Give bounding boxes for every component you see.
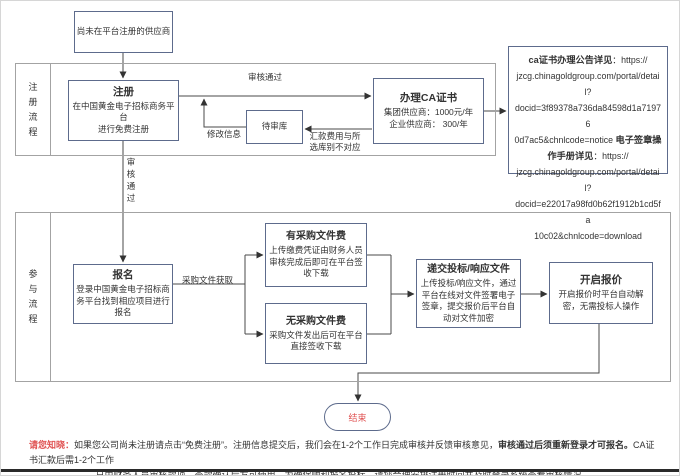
footer-notice: 请您知晓：如果您公司尚未注册请点击“免费注册”。注册信息提交后，我们会在1-2个… <box>29 438 657 476</box>
node-fee-required-body: 上传缴费凭证由财务人员 审核完成后即可在平台签 收下载 <box>269 245 363 279</box>
bottom-border-line <box>1 469 679 472</box>
info-ca-notice-url: ：https:// jzcg.chinagoldgroup.com/portal… <box>514 55 662 145</box>
node-fee-required: 有采购文件费 上传缴费凭证由财务人员 审核完成后即可在平台签 收下载 <box>265 223 367 287</box>
node-open-bid: 开启报价 开启报价时平台自动解 密，无需投标人操作 <box>549 262 653 324</box>
footer-notice-bold: 审核通过后须重新登录才可报名。 <box>498 440 634 450</box>
footer-notice-part2: CA证书汇款后需1-2个工作 <box>29 440 655 465</box>
node-pending-review-label: 待审库 <box>261 121 288 132</box>
footer-notice-part1: 如果您公司尚未注册请点击“免费注册”。注册信息提交后，我们会在1-2个工作日完成… <box>74 440 499 450</box>
footer-notice-prefix: 请您知晓： <box>29 440 75 450</box>
node-register-title: 注册 <box>113 85 134 98</box>
node-ca-certificate: 办理CA证书 集团供应商：1000元/年 企业供应商： 300/年 <box>373 78 484 144</box>
node-start: 尚未在平台注册的供应商 <box>74 11 173 53</box>
node-signup-title: 报名 <box>112 269 134 282</box>
node-end-label: 结束 <box>348 412 367 423</box>
node-start-label: 尚未在平台注册的供应商 <box>76 26 171 37</box>
node-register-body: 在中国黄金电子招标商务平台 进行免费注册 <box>72 100 175 134</box>
node-ca-price-enterprise: 企业供应商： 300/年 <box>389 118 468 129</box>
node-open-bid-title: 开启报价 <box>580 274 622 286</box>
node-ca-certificate-title: 办理CA证书 <box>399 92 458 104</box>
node-fee-required-title: 有采购文件费 <box>286 231 346 243</box>
node-open-bid-body: 开启报价时平台自动解 密，无需投标人操作 <box>558 289 644 311</box>
footer-notice-line1: 请您知晓：如果您公司尚未注册请点击“免费注册”。注册信息提交后，我们会在1-2个… <box>29 438 657 468</box>
node-submit-bid: 递交投标/响应文件 上传投标/响应文件，通过 平台在线对文件签署电子 签章，提交… <box>416 259 521 328</box>
node-register: 注册 在中国黄金电子招标商务平台 进行免费注册 <box>68 80 179 141</box>
edge-label-modify-info: 修改信息 <box>207 129 242 139</box>
info-signature-manual-title: 电子签章操作手册详见 <box>547 135 662 161</box>
node-end: 结束 <box>324 403 391 431</box>
info-ca-notice-title: ca证书办理公告详见 <box>528 55 613 65</box>
footer-notice-line2: 日由财务人员审核款项，查款确认后方可使用。为确保顺利报名投标，请您合理安排注册时… <box>95 470 591 476</box>
node-fee-free-title: 无采购文件费 <box>286 315 346 327</box>
info-signature-manual-url: ：https:// jzcg.chinagoldgroup.com/portal… <box>515 151 661 241</box>
lane-participation: 参与流程 <box>15 212 671 382</box>
edge-label-approved-top: 审核通过 <box>248 72 283 82</box>
lane-registration-label: 注册流程 <box>28 81 38 137</box>
lane-participation-label: 参与流程 <box>28 269 38 324</box>
edge-label-remit-mismatch: 汇款费用与所 选库别不对应 <box>309 131 361 152</box>
node-signup-body: 登录中国黄金电子招标商 务平台找到相应项目进行 报名 <box>76 284 170 318</box>
lane-participation-header: 参与流程 <box>16 213 51 381</box>
node-signup: 报名 登录中国黄金电子招标商 务平台找到相应项目进行 报名 <box>73 264 173 324</box>
connector-paths <box>119 53 600 402</box>
edge-label-fetch-documents: 采购文件获取 <box>182 275 234 285</box>
node-pending-review: 待审库 <box>246 110 303 144</box>
node-submit-bid-body: 上传投标/响应文件，通过 平台在线对文件签署电子 签章，提交报价后平台自 动对文… <box>420 278 517 323</box>
edge-label-approved-vertical: 审核通过 <box>126 157 136 203</box>
info-box-links: ca证书办理公告详见：https:// jzcg.chinagoldgroup.… <box>508 46 668 241</box>
lane-registration: 注册流程 <box>15 63 496 156</box>
lane-registration-header: 注册流程 <box>16 64 51 155</box>
node-fee-free-body: 采购文件发出后可在平台 直接签收下载 <box>269 329 363 352</box>
node-fee-free: 无采购文件费 采购文件发出后可在平台 直接签收下载 <box>265 303 367 364</box>
node-submit-bid-title: 递交投标/响应文件 <box>427 264 510 275</box>
node-ca-price-group: 集团供应商：1000元/年 <box>383 107 474 117</box>
